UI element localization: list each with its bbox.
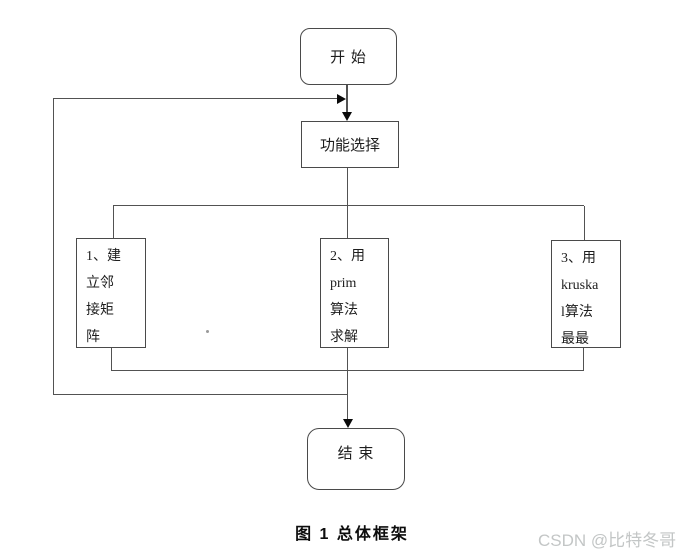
step1-line: 接矩 xyxy=(86,303,114,318)
connector-step3-to-merge xyxy=(583,348,584,370)
step1-line: 1、建 xyxy=(86,249,121,264)
connector-select-to-branch xyxy=(347,166,348,238)
connector-branch-to-step3 xyxy=(584,206,585,240)
step3-line: 3、用 xyxy=(561,251,596,266)
stray-mark xyxy=(206,330,209,333)
csdn-watermark: CSDN @比特冬哥 xyxy=(538,531,677,550)
start-node-label: 开 始 xyxy=(330,50,367,66)
step2-line: prim xyxy=(330,276,357,291)
function-select-node: 功能选择 xyxy=(301,121,399,168)
arrowhead-down-into-select-icon xyxy=(342,112,352,121)
step2-line: 求解 xyxy=(330,330,358,345)
step3-line: 最最 xyxy=(561,332,589,347)
figure-caption: 图 1 总体框架 xyxy=(295,526,409,543)
step2-line: 2、用 xyxy=(330,249,365,264)
step1-line: 阵 xyxy=(86,330,100,345)
step2-prim-algorithm-node: 2、用 prim 算法 求解 xyxy=(320,238,389,348)
connector-loopback-bottom xyxy=(53,394,348,395)
connector-loopback-top xyxy=(53,98,337,99)
end-node-label: 结 束 xyxy=(337,446,375,462)
step1-adjacency-matrix-node: 1、建 立邻 接矩 阵 xyxy=(76,238,146,348)
step3-line: l算法 xyxy=(561,305,593,320)
step2-line: 算法 xyxy=(330,303,358,318)
start-node: 开 始 xyxy=(300,28,397,85)
end-node: 结 束 xyxy=(307,428,405,490)
connector-step1-to-merge xyxy=(111,348,112,370)
arrowhead-down-into-end-icon xyxy=(343,419,353,428)
connector-start-to-select xyxy=(346,83,348,113)
connector-merge-to-end xyxy=(347,348,348,419)
arrowhead-right-loopback-icon xyxy=(337,94,346,104)
connector-branch-horizontal xyxy=(113,205,584,206)
function-select-label: 功能选择 xyxy=(319,138,380,154)
step1-line: 立邻 xyxy=(86,276,114,291)
step3-kruskal-algorithm-node: 3、用 kruska l算法 最最 xyxy=(551,240,621,348)
connector-branch-to-step1 xyxy=(113,206,114,238)
step3-line: kruska xyxy=(561,278,599,293)
connector-loopback-left xyxy=(53,98,54,395)
